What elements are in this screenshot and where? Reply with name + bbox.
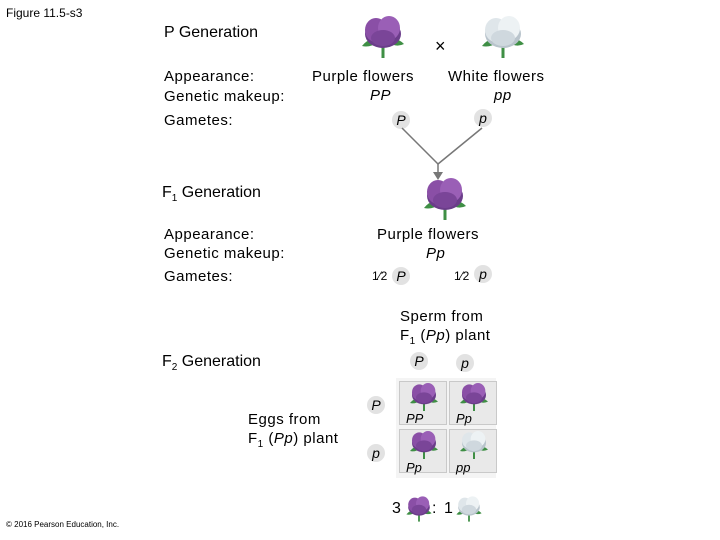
sperm-label-line2: F1 (Pp) plant <box>400 327 490 347</box>
punnett-genotype-Pp: Pp <box>406 460 422 475</box>
copyright: © 2016 Pearson Education, Inc. <box>6 520 119 529</box>
white-flower-icon <box>476 12 532 64</box>
Pp-purple-flower-icon <box>406 428 442 462</box>
f1-gamete1-fraction: 1⁄2 <box>372 269 387 283</box>
ratio-white-flower-icon <box>452 494 486 524</box>
f1-gamete2-fraction: 1⁄2 <box>454 269 469 283</box>
parent1-genotype: PP <box>370 87 391 104</box>
f1-genotype: Pp <box>426 245 445 262</box>
appearance-label: Appearance: <box>164 68 255 85</box>
f1-gamete1: P <box>392 267 410 285</box>
figure-label: Figure 11.5-s3 <box>6 6 82 20</box>
cross-symbol: × <box>435 36 446 57</box>
pp-purple-flower-icon <box>406 380 442 414</box>
f1-gamete2: p <box>474 265 492 283</box>
eggs-label-line2: F1 (Pp) plant <box>248 430 338 450</box>
punnett-genotype-pp: pp <box>456 460 470 475</box>
egg-allele-P: P <box>367 396 385 414</box>
sperm-allele-p: p <box>456 354 474 372</box>
f2-generation-title: F2 Generation <box>162 353 261 373</box>
f1-generation-title: F1 Generation <box>162 184 261 204</box>
ratio-separator: : <box>432 500 436 518</box>
sperm-label-line1: Sperm from <box>400 308 483 325</box>
punnett-genotype-Pp: Pp <box>456 411 472 426</box>
parent2-genotype: pp <box>494 87 512 104</box>
punnett-genotype-PP: PP <box>406 411 423 426</box>
eggs-label-line1: Eggs from <box>248 411 321 428</box>
ratio-purple-flower-icon <box>402 494 436 524</box>
parent2-appearance: White flowers <box>448 68 545 85</box>
p-generation-title: P Generation <box>164 24 258 42</box>
f1-gametes-label: Gametes: <box>164 268 233 285</box>
gametes-label: Gametes: <box>164 112 233 129</box>
pp-white-flower-icon <box>456 428 492 462</box>
ratio-left: 3 <box>392 500 401 518</box>
f1-appearance-label: Appearance: <box>164 226 255 243</box>
f1-purple-flower-icon <box>418 174 474 226</box>
parent1-appearance: Purple flowers <box>312 68 414 85</box>
purple-flower-icon <box>356 12 412 64</box>
sperm-allele-P: P <box>410 352 428 370</box>
parent2-gamete: p <box>474 109 492 127</box>
f1-genetic-makeup-label: Genetic makeup: <box>164 245 285 262</box>
f1-appearance: Purple flowers <box>377 226 479 243</box>
Pp-purple-flower-icon <box>456 380 492 414</box>
genetic-makeup-label: Genetic makeup: <box>164 88 285 105</box>
egg-allele-p: p <box>367 444 385 462</box>
